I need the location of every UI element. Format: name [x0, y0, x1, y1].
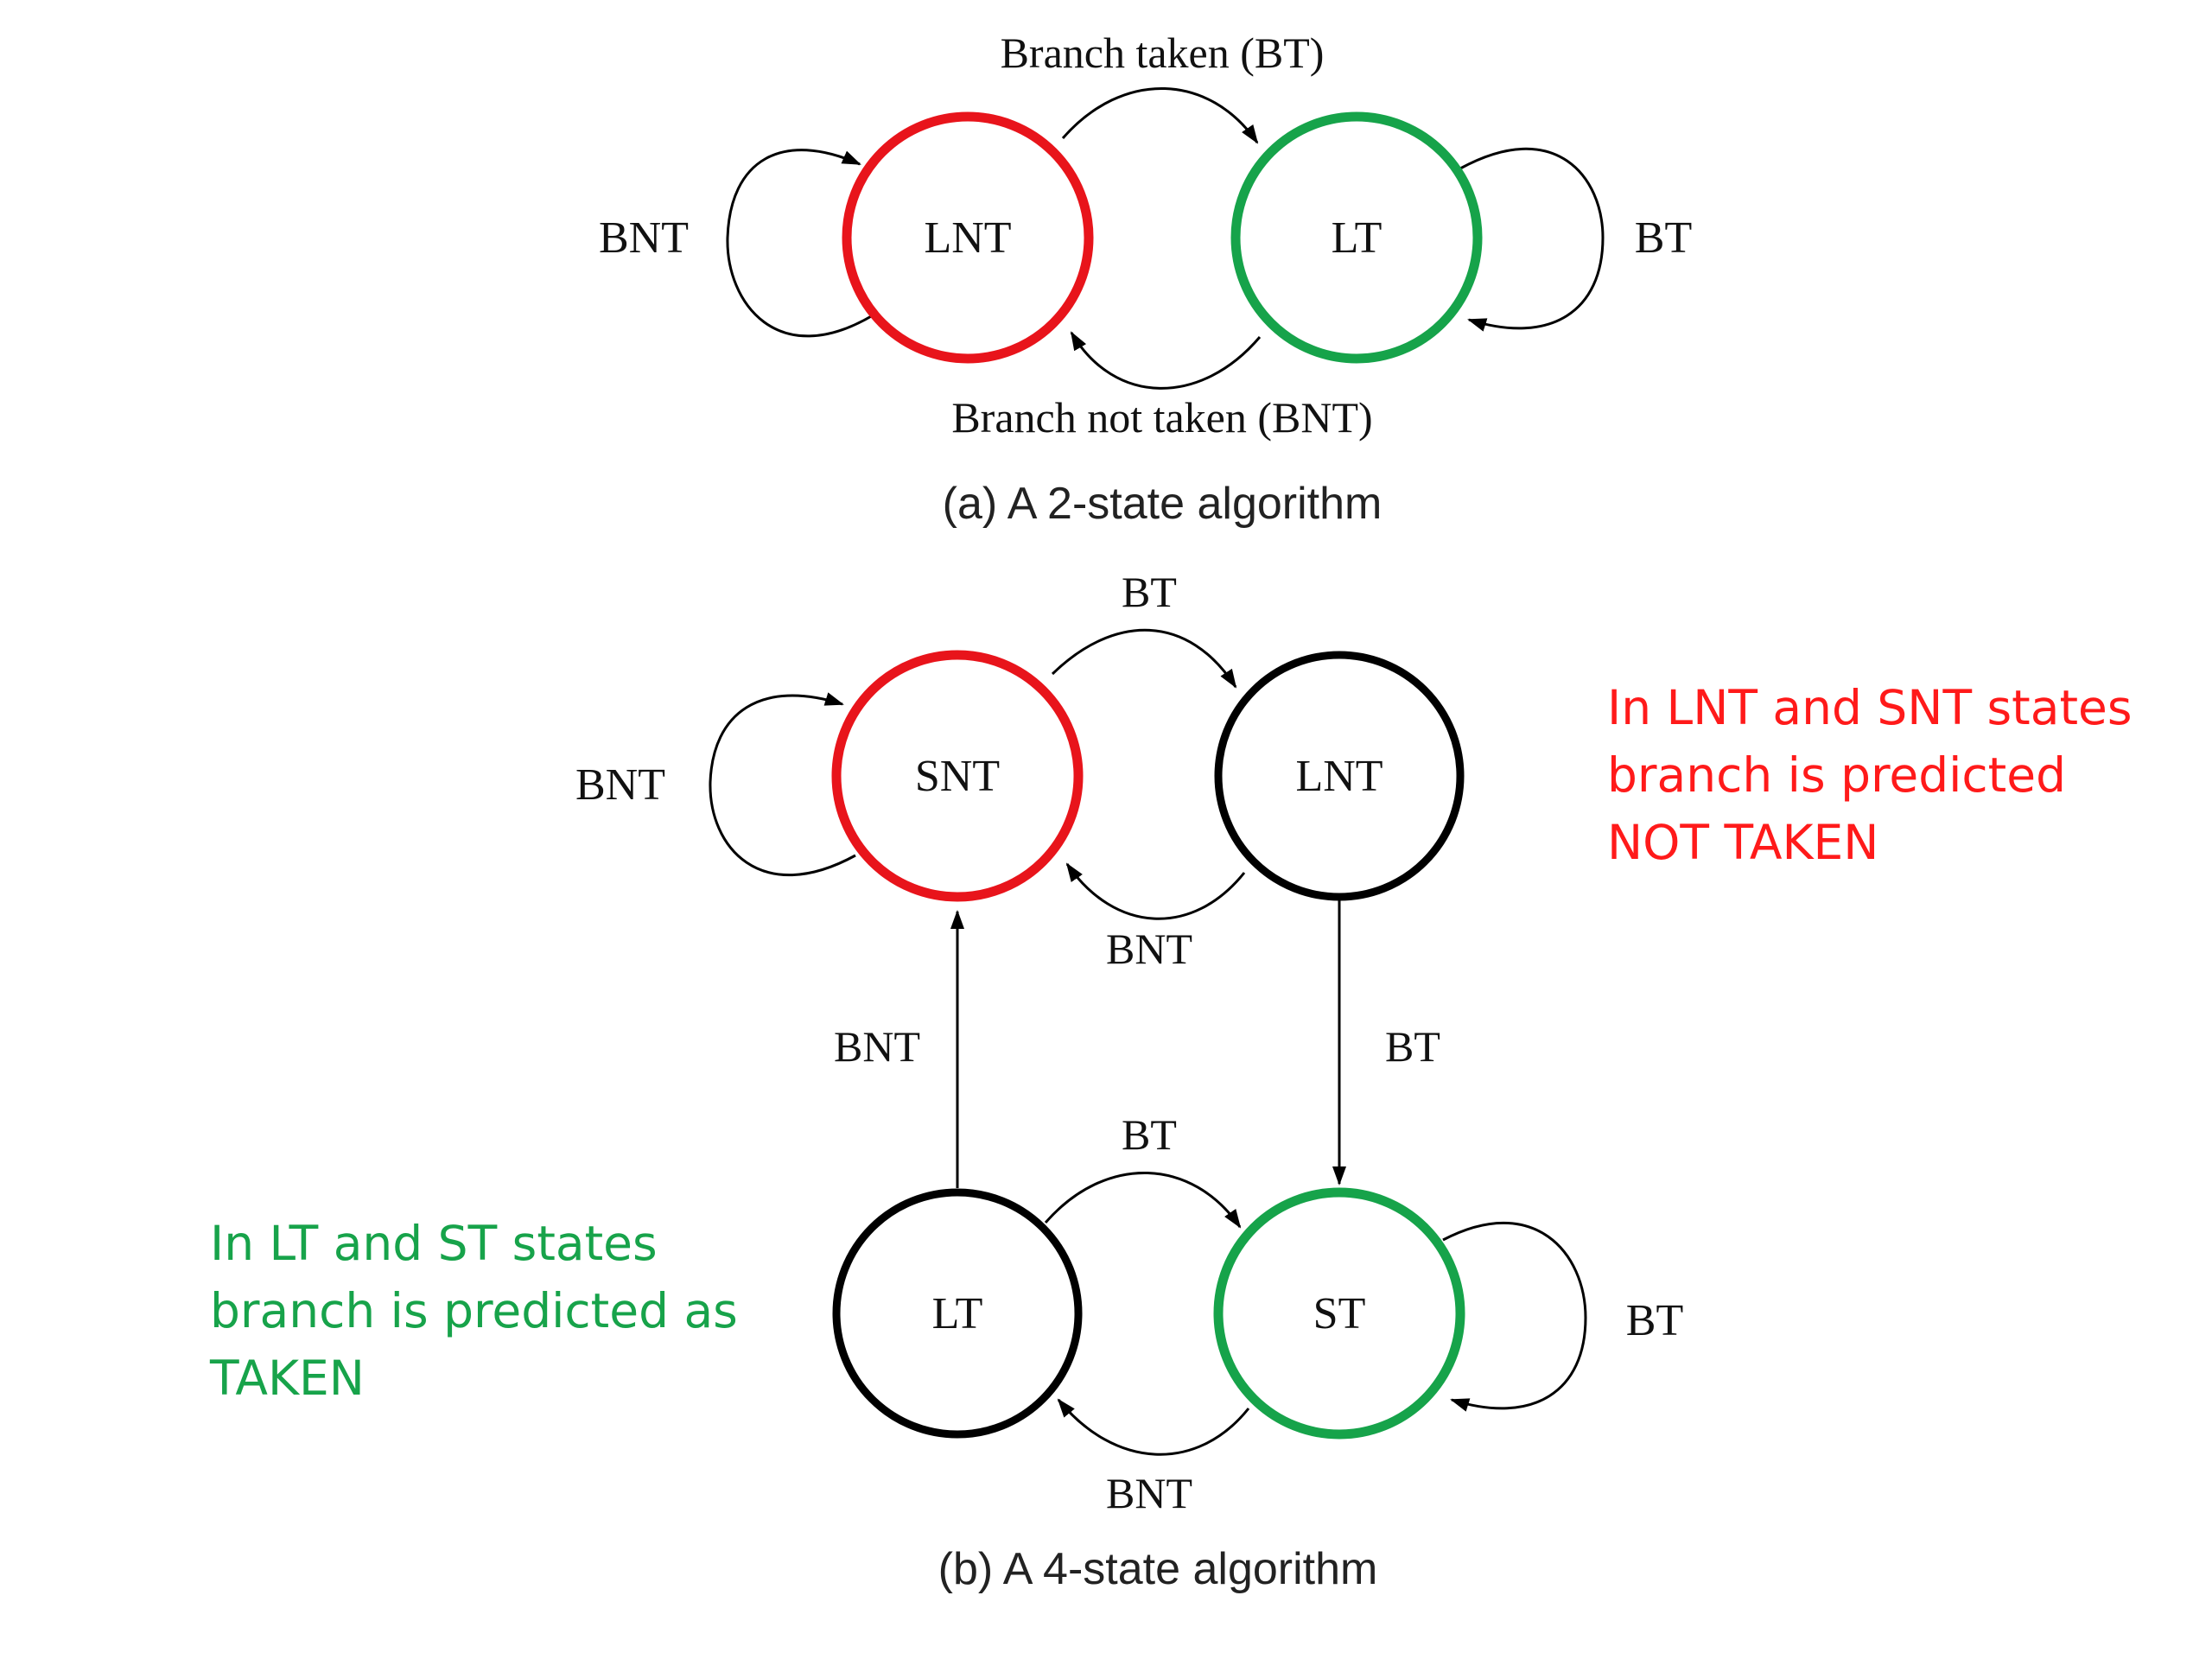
- state-b-snt-label: SNT: [915, 752, 1000, 801]
- note-taken-line-1: In LT and ST states: [210, 1216, 658, 1271]
- edge-a-right-loop-label: BT: [1635, 213, 1692, 263]
- state-b-lt-label: LT: [932, 1289, 983, 1338]
- edge-b-lt-to-st: [1044, 1172, 1242, 1229]
- state-b-lnt-label: LNT: [1295, 752, 1382, 801]
- diagram-b: SNT LNT LT ST BT BNT BNT BNT BT BT BNT B…: [575, 568, 1683, 1594]
- diagram-a: LNT LT Branch taken (BT) Branch not take…: [599, 29, 1692, 529]
- note-taken-line-2: branch is predicted as: [210, 1283, 738, 1338]
- edge-a-lt-loop: [1459, 147, 1605, 332]
- edge-b-st-loop-label: BT: [1626, 1296, 1683, 1345]
- edge-b-left-vertical-label: BNT: [834, 1022, 920, 1071]
- note-taken-line-3: TAKEN: [210, 1351, 365, 1406]
- edge-b-top-arc-label: BT: [1122, 568, 1177, 616]
- edge-b-right-vertical-label: BT: [1385, 1022, 1440, 1071]
- state-b-lt: [832, 1188, 1083, 1439]
- edge-a-top-label: Branch taken (BT): [1001, 29, 1325, 77]
- edge-a-bottom-label: Branch not taken (BNT): [951, 393, 1372, 442]
- edge-b-lnt-to-snt: [1065, 862, 1246, 920]
- state-a-lt-highlight: [1230, 111, 1483, 364]
- edge-b-snt-loop-label: BNT: [575, 760, 665, 810]
- edge-b-bottom-return-label: BNT: [1106, 1469, 1192, 1517]
- edge-b-top-return-label: BNT: [1106, 925, 1192, 973]
- edge-b-snt-to-lnt: [1051, 628, 1237, 689]
- edge-b-st-to-lt: [1057, 1398, 1250, 1456]
- edge-b-snt-loop: [709, 692, 856, 877]
- note-not-taken-line-2: branch is predicted: [1607, 747, 2066, 803]
- caption-a: (a) A 2-state algorithm: [943, 479, 1382, 529]
- state-b-st-label: ST: [1313, 1289, 1366, 1338]
- edge-a-lnt-loop: [726, 149, 874, 338]
- state-b-st-highlight: [1213, 1187, 1465, 1440]
- note-not-taken-line-1: In LNT and SNT states: [1607, 680, 2133, 735]
- state-a-lnt-highlight: [842, 111, 1094, 364]
- caption-b: (b) A 4-state algorithm: [938, 1544, 1378, 1594]
- edge-a-lnt-to-lt: [1061, 87, 1259, 144]
- state-b-snt-highlight: [831, 650, 1084, 902]
- edge-a-lt-to-lnt: [1070, 331, 1262, 390]
- note-taken: In LT and ST states branch is predicted …: [210, 1210, 738, 1412]
- edge-b-st-loop: [1442, 1221, 1587, 1412]
- note-not-taken-line-3: NOT TAKEN: [1607, 815, 1879, 870]
- state-a-lt-label: LT: [1332, 213, 1382, 263]
- note-not-taken: In LNT and SNT states branch is predicte…: [1607, 674, 2133, 876]
- edge-a-left-loop-label: BNT: [599, 213, 689, 263]
- edge-b-bottom-arc-label: BT: [1122, 1110, 1177, 1159]
- state-b-lnt: [1214, 651, 1465, 901]
- state-a-lnt-label: LNT: [924, 213, 1011, 263]
